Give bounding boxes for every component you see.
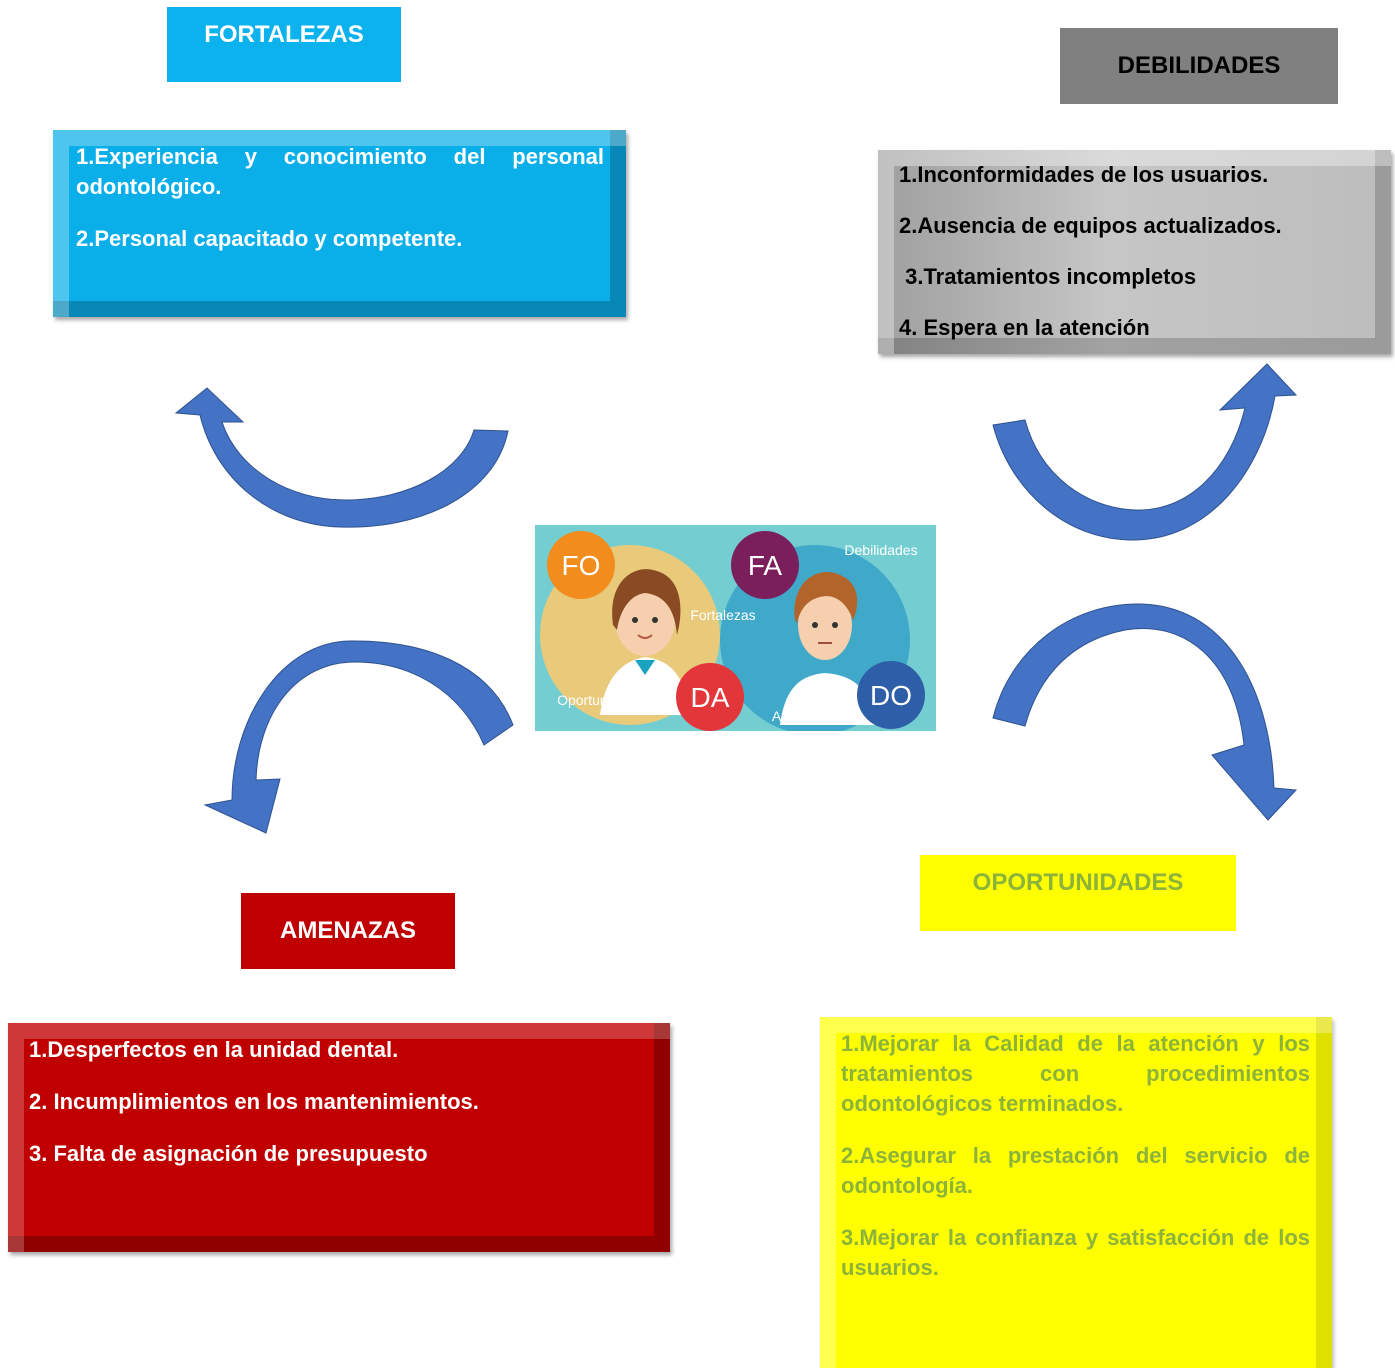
oportunidades-box: 1.Mejorar la Calidad de la atención y lo…: [820, 1017, 1332, 1368]
label-fortalezas: Fortalezas: [690, 607, 755, 623]
curved-arrow-icon: [203, 640, 514, 834]
oportunidades-item: 2.Asegurar la prestación del servicio de…: [841, 1143, 1310, 1198]
curved-arrow-icon: [992, 603, 1298, 821]
oportunidades-item: 3.Mejorar la confianza y satisfacción de…: [841, 1225, 1310, 1280]
label-oportunidades: Oportunidades: [557, 692, 649, 708]
amenazas-title: AMENAZAS: [241, 893, 455, 969]
amenazas-item: 1.Desperfectos en la unidad dental.: [29, 1037, 399, 1062]
debilidades-item: 2.Ausencia de equipos actualizados.: [899, 213, 1282, 238]
foda-illustration: FO FA DA DO Debilidades Fortalezas Oport…: [535, 525, 936, 731]
debilidades-item: 4. Espera en la atención: [899, 315, 1150, 340]
amenazas-box: 1.Desperfectos en la unidad dental. 2. I…: [8, 1023, 670, 1252]
curved-arrow-icon: [174, 387, 509, 528]
fortalezas-item: 2.Personal capacitado y competente.: [76, 226, 463, 251]
badge-da: DA: [691, 682, 730, 713]
curved-arrow-icon: [992, 363, 1298, 541]
fortalezas-box: 1.Experiencia y conocimiento del persona…: [53, 130, 626, 317]
debilidades-box: 1.Inconformidades de los usuarios. 2.Aus…: [878, 150, 1391, 354]
oportunidades-item: 1.Mejorar la Calidad de la atención y lo…: [841, 1031, 1310, 1116]
amenazas-item: 3. Falta de asignación de presupuesto: [29, 1141, 428, 1166]
label-amenazas: Amenazas: [772, 708, 838, 724]
badge-fa: FA: [748, 550, 783, 581]
oportunidades-title: OPORTUNIDADES: [920, 855, 1236, 931]
label-debilidades: Debilidades: [844, 542, 917, 558]
badge-do: DO: [870, 680, 912, 711]
fortalezas-item: 1.Experiencia y conocimiento del persona…: [76, 144, 604, 199]
amenazas-item: 2. Incumplimientos en los mantenimientos…: [29, 1089, 479, 1114]
badge-fo: FO: [562, 550, 601, 581]
fortalezas-title: FORTALEZAS: [167, 7, 401, 82]
debilidades-item: 3.Tratamientos incompletos: [899, 264, 1197, 289]
debilidades-title: DEBILIDADES: [1060, 28, 1338, 104]
debilidades-item: 1.Inconformidades de los usuarios.: [899, 162, 1269, 187]
